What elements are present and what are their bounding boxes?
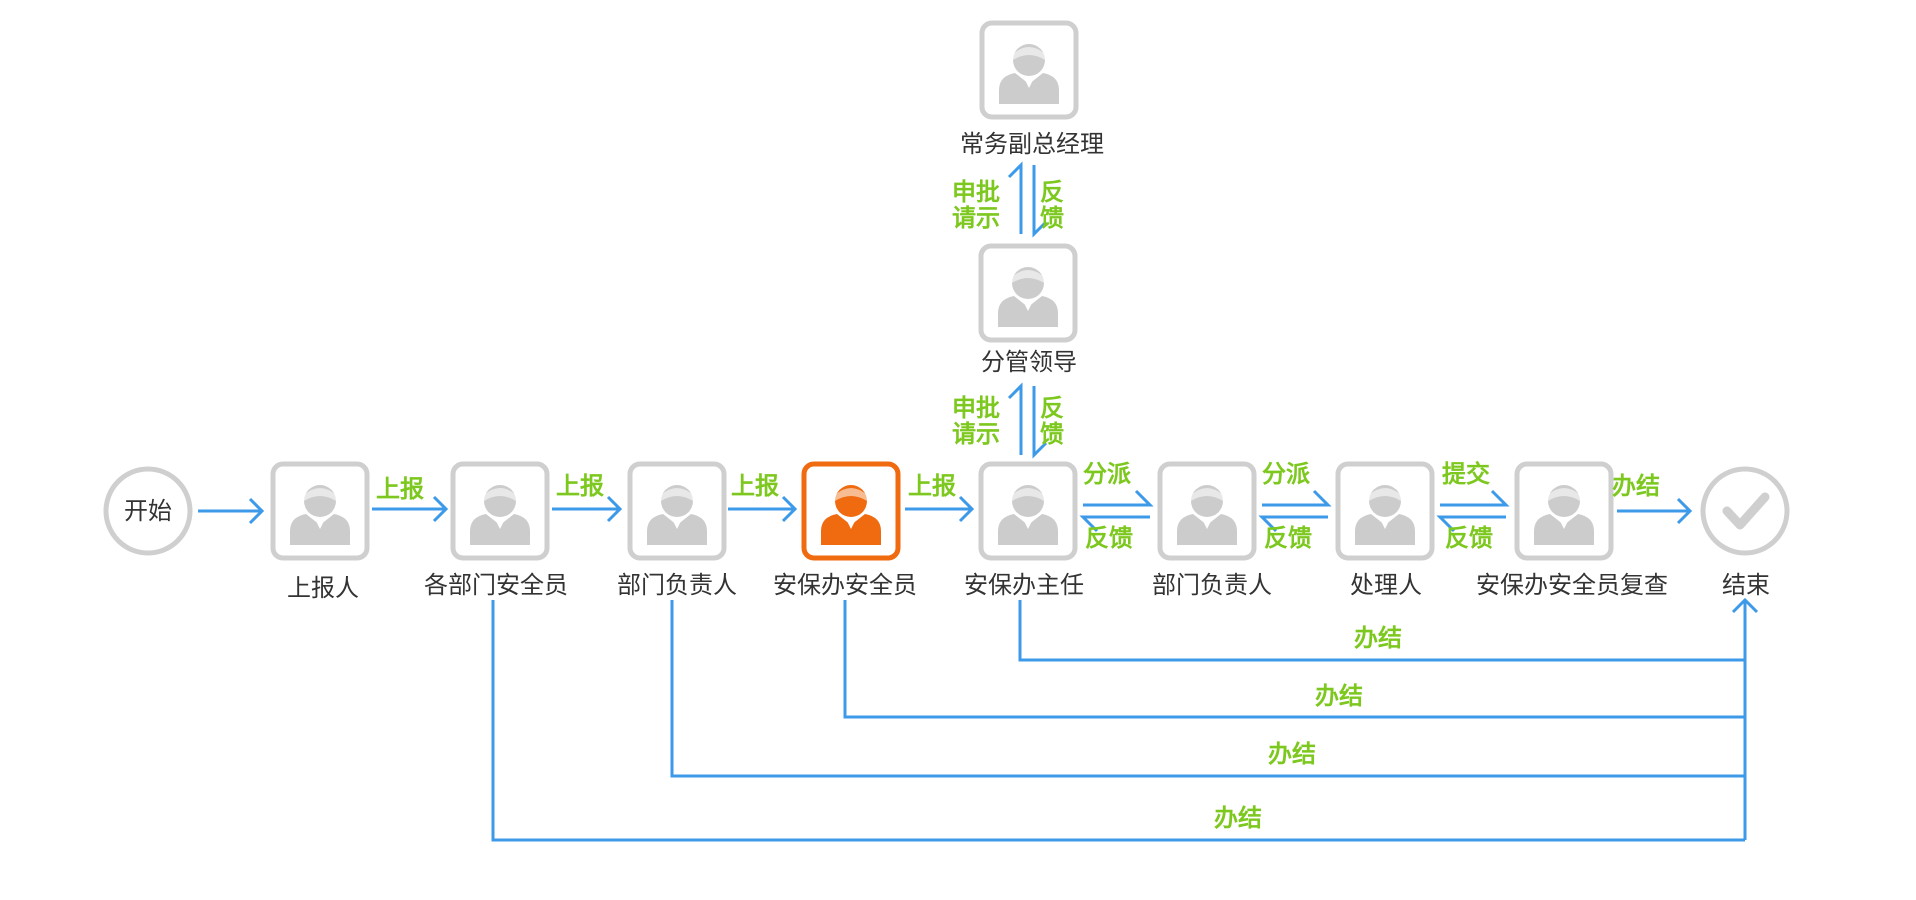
end-node[interactable] [1700, 466, 1790, 556]
edge-label-report: 上报 [556, 472, 604, 500]
node-leader[interactable] [978, 243, 1078, 343]
close-loop-1 [1018, 600, 1745, 662]
node-label-review: 安保办安全员复查 [1476, 571, 1668, 599]
check-icon [1722, 492, 1770, 530]
arrowhead-icon [1676, 497, 1693, 525]
close-loop-3 [670, 600, 1745, 778]
person-icon [999, 44, 1059, 104]
edge-label-feedback: 反馈 [1085, 524, 1133, 552]
node-label-security-director: 安保办主任 [964, 571, 1084, 599]
edge-label-close: 办结 [1268, 740, 1316, 768]
node-label-dept-head-1: 部门负责人 [617, 571, 737, 599]
edge-label-approve: 申批 [952, 178, 1000, 206]
edge-label-dispatch: 分派 [1083, 460, 1131, 488]
arrowhead-icon [781, 495, 798, 523]
person-icon [998, 267, 1058, 327]
edge-label-instruct: 请示 [952, 204, 1000, 232]
person-icon [470, 485, 530, 545]
person-icon [998, 485, 1058, 545]
person-icon [1177, 485, 1237, 545]
start-node[interactable] [103, 466, 193, 556]
edge-label-feedback: 反馈 [1445, 524, 1493, 552]
node-dept-head-2[interactable] [1157, 461, 1257, 561]
node-review[interactable] [1514, 461, 1614, 561]
node-security-safety[interactable] [801, 461, 901, 561]
node-label-security-safety: 安保办安全员 [773, 571, 917, 599]
arrow-up-1 [1007, 382, 1023, 455]
node-security-director[interactable] [978, 461, 1078, 561]
edge-label-close: 办结 [1354, 624, 1402, 652]
arrow-down-2 [1032, 165, 1048, 238]
node-label-dept-safety: 各部门安全员 [424, 571, 568, 599]
edge-label-report: 上报 [376, 475, 424, 503]
close-loop-2 [843, 600, 1745, 719]
end-label: 结束 [1722, 571, 1770, 599]
edge-label-close: 办结 [1315, 682, 1363, 710]
edge-label-kui: 馈 [1040, 420, 1064, 448]
arrow-back-2 [1258, 515, 1328, 533]
node-exec-vp[interactable] [979, 20, 1079, 120]
arrowhead-icon [248, 497, 265, 525]
arrow-back-3 [1436, 515, 1506, 533]
edge-label-close: 办结 [1612, 472, 1660, 500]
node-label-dept-head-2: 部门负责人 [1152, 571, 1272, 599]
person-icon [1534, 485, 1594, 545]
edge-label-kui: 馈 [1040, 204, 1064, 232]
node-label-exec-vp: 常务副总经理 [960, 130, 1104, 158]
node-dept-head-1[interactable] [627, 461, 727, 561]
arrowhead-icon [958, 495, 975, 523]
node-reporter[interactable] [270, 461, 370, 561]
arrowhead-icon [1731, 597, 1759, 614]
arrow-forward-3 [1440, 489, 1510, 507]
person-icon [647, 485, 707, 545]
edge-label-report: 上报 [908, 472, 956, 500]
node-layer [103, 20, 1790, 561]
arrow-up-2 [1007, 161, 1023, 234]
node-label-handler: 处理人 [1350, 571, 1422, 599]
person-icon [1355, 485, 1415, 545]
edge-label-close: 办结 [1214, 804, 1262, 832]
node-handler[interactable] [1335, 461, 1435, 561]
arrowhead-icon [606, 495, 623, 523]
edge-label-approve: 申批 [952, 394, 1000, 422]
edge-label-report: 上报 [731, 472, 779, 500]
person-icon [821, 485, 881, 545]
node-label-leader: 分管领导 [981, 348, 1077, 376]
edge-label-instruct: 请示 [952, 420, 1000, 448]
arrow-forward-1 [1083, 489, 1154, 507]
edge-label-fan: 反 [1040, 178, 1064, 206]
arrow-forward-2 [1262, 489, 1332, 507]
arrowhead-icon [432, 495, 449, 523]
arrow-down-1 [1032, 386, 1048, 459]
close-loop-4 [491, 600, 1745, 842]
edge-label-submit: 提交 [1442, 460, 1490, 488]
edge-label-fan: 反 [1040, 394, 1064, 422]
person-icon [290, 485, 350, 545]
connector-lines [198, 161, 1759, 842]
node-dept-safety[interactable] [450, 461, 550, 561]
start-label: 开始 [124, 497, 172, 525]
edge-label-feedback: 反馈 [1264, 524, 1312, 552]
edge-label-dispatch: 分派 [1262, 460, 1310, 488]
node-label-reporter: 上报人 [287, 574, 359, 602]
arrow-back-1 [1079, 515, 1150, 533]
